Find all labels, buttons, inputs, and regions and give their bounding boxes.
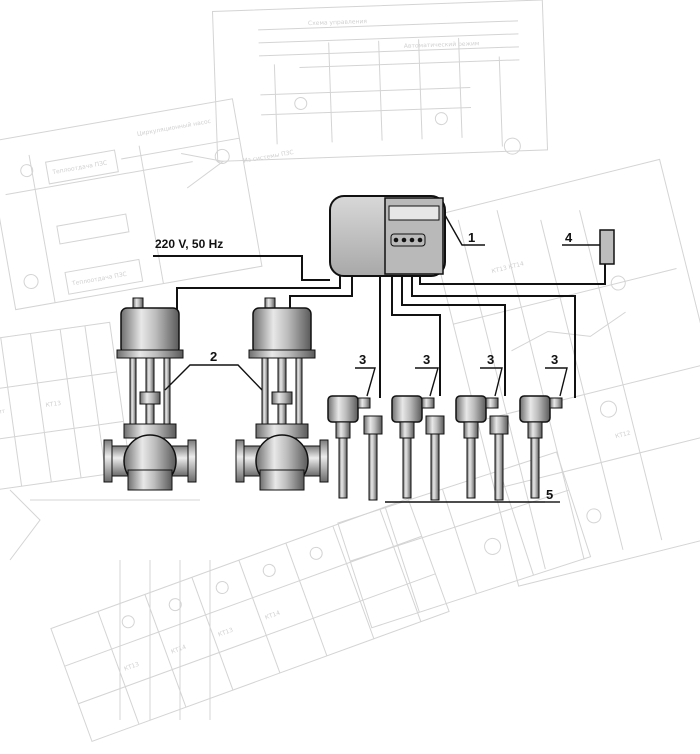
indicator-led (409, 237, 415, 243)
temperature-sensor-1 (327, 395, 383, 501)
callout-3-sensor-2: 3 (423, 352, 430, 367)
svg-text:КТ14: КТ14 (170, 644, 187, 656)
indicator-led (401, 237, 407, 243)
svg-text:КТ12: КТ12 (615, 430, 632, 441)
temperature-sensor-2 (391, 395, 445, 501)
callout-3-sensor-4: 3 (551, 352, 558, 367)
svg-text:КТ13: КТ13 (123, 661, 140, 673)
wiring (153, 255, 606, 503)
callout-2: 2 (210, 349, 217, 364)
callout-3-sensor-1: 3 (359, 352, 366, 367)
svg-text:КТ13: КТ13 (45, 400, 62, 409)
callout-5: 5 (546, 487, 553, 502)
callout-1: 1 (468, 230, 475, 245)
svg-text:Щит: Щит (0, 408, 6, 417)
supply-label: 220 V, 50 Hz (155, 237, 223, 251)
svg-text:КТ13: КТ13 (217, 627, 234, 639)
indicator-led (393, 237, 399, 243)
control-valve-1 (103, 297, 197, 491)
callout-3-sensor-3: 3 (487, 352, 494, 367)
temperature-sensor-4 (519, 395, 563, 499)
indicator-led (417, 237, 423, 243)
control-valve-2 (235, 297, 329, 491)
callout-4: 4 (565, 230, 573, 245)
temperature-sensor-3 (455, 395, 509, 501)
remote-sensor (599, 229, 615, 265)
controller-unit (329, 195, 446, 277)
svg-text:КТ14: КТ14 (264, 609, 281, 621)
svg-text:Из системы ПЗС: Из системы ПЗС (243, 149, 294, 165)
svg-text:КТ13 КТ14: КТ13 КТ14 (491, 260, 525, 275)
svg-text:Схема управления: Схема управления (308, 18, 368, 27)
svg-text:Автоматический режим: Автоматический режим (404, 40, 480, 50)
svg-text:Циркуляционный насос: Циркуляционный насос (137, 118, 212, 138)
callout-leaders (164, 214, 600, 503)
svg-text:Теплоотдача ПЗС: Теплоотдача ПЗС (51, 160, 108, 177)
